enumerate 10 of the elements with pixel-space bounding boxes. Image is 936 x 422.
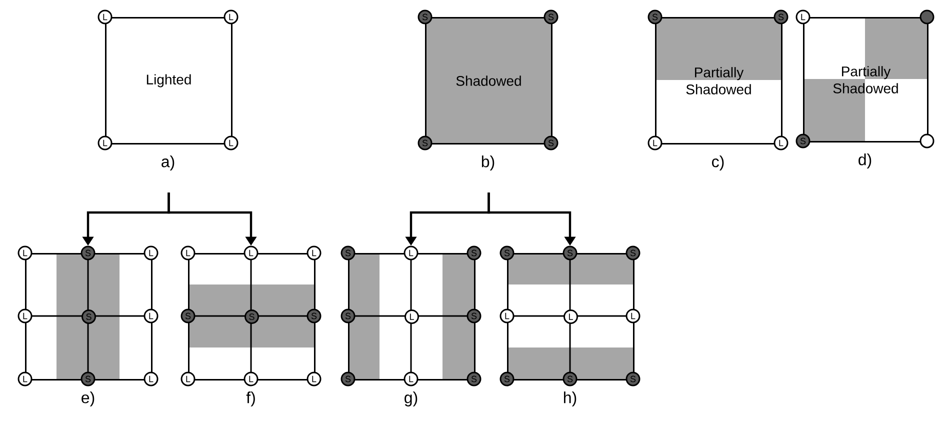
panel-label: f) [246, 392, 255, 406]
panel-label: g) [404, 392, 418, 406]
panel-label: d) [858, 154, 872, 168]
corner-circle [920, 134, 934, 148]
corner-circle [920, 10, 934, 24]
panel-label: e) [82, 392, 94, 406]
panel-label: c) [712, 156, 724, 170]
panel-label: h) [564, 392, 576, 406]
panel-label: a) [162, 156, 174, 170]
panel-label: b) [482, 156, 494, 170]
